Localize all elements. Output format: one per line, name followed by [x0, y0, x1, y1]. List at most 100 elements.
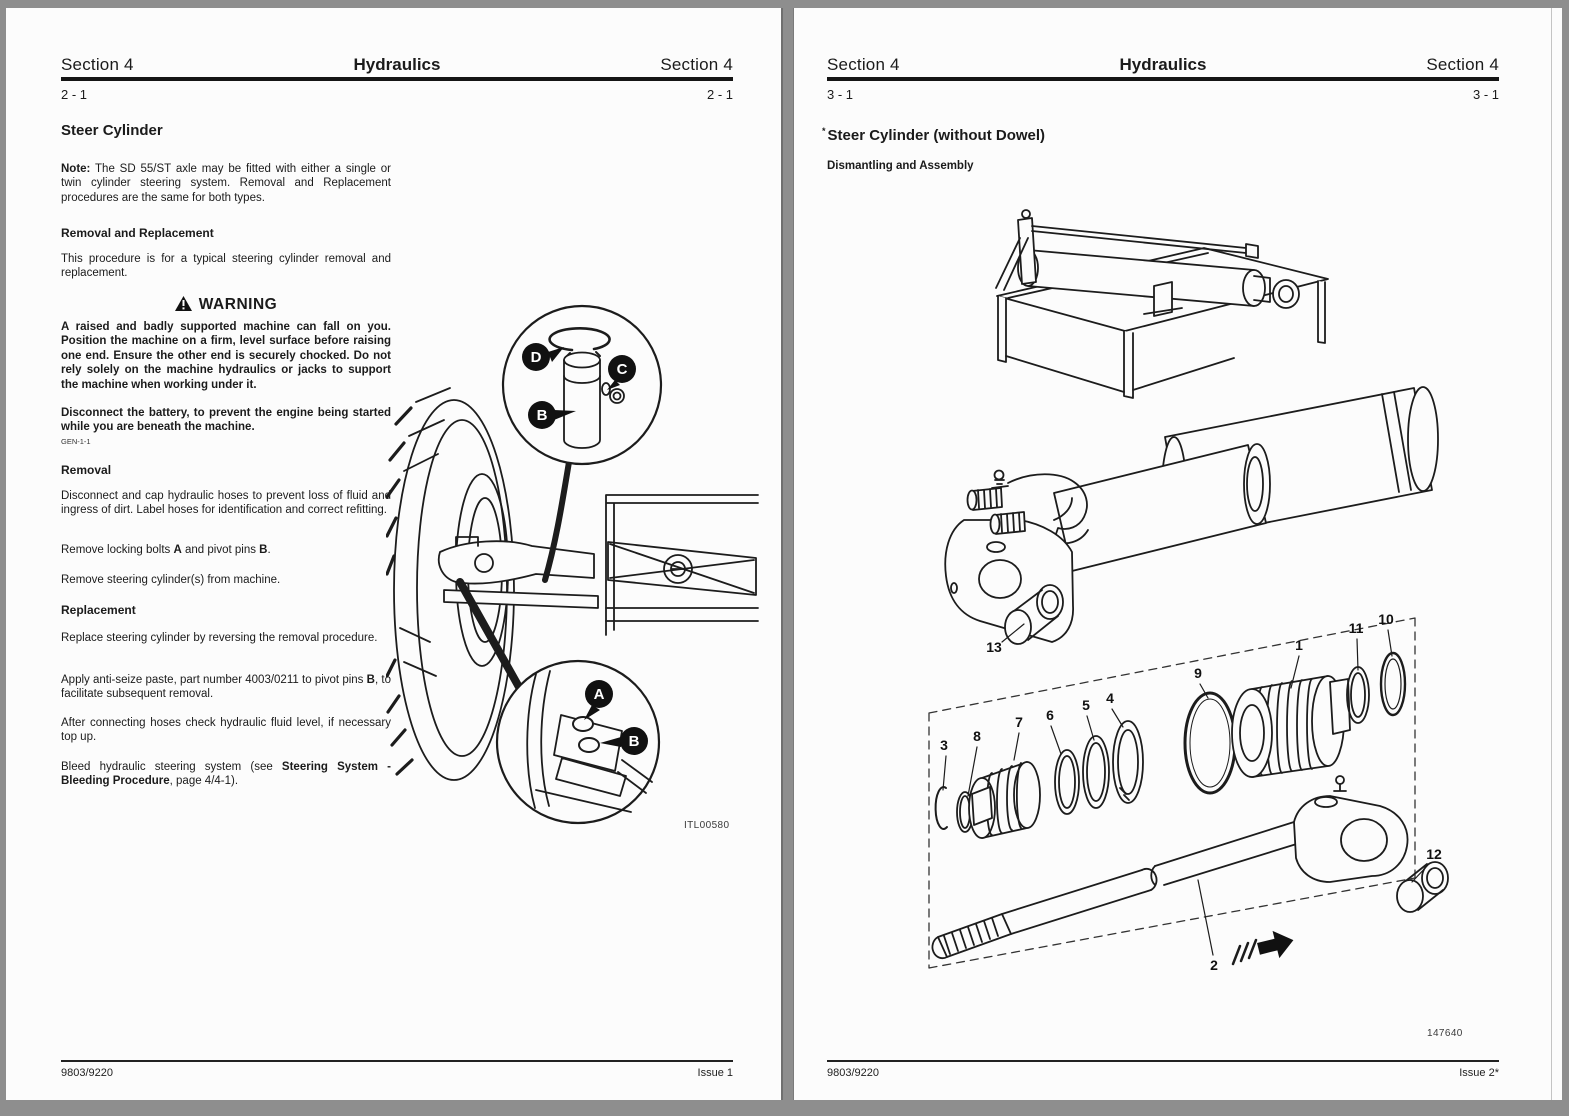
cylinder-clevis-end: [944, 469, 1089, 645]
replacement-para1: Replace steering cylinder by reversing t…: [61, 632, 378, 644]
svg-text:C: C: [617, 361, 628, 378]
part-label-7: 7: [1015, 714, 1023, 730]
header-section-right: Section 4: [660, 55, 733, 74]
leader-bottom-callout: [456, 578, 528, 700]
part-ring-11: [1346, 666, 1370, 724]
page-title: *Steer Cylinder (without Dowel): [822, 126, 1045, 144]
callout-label-a: A: [584, 680, 613, 720]
page-edge-artifact: [1551, 8, 1552, 1100]
steer-cylinder-exploded-figure: 13 3 8 7 6 5 4 9 1 11 10 12 2: [928, 209, 1449, 973]
callout-label-b2: B: [600, 727, 648, 755]
bench-support-block: [1153, 281, 1173, 317]
svg-text:D: D: [531, 349, 542, 366]
removal-replacement-heading: Removal and Replacement: [61, 226, 214, 240]
part-seal-10: [1379, 651, 1407, 717]
figure-code: ITL00580: [684, 820, 730, 831]
removal-para2-post: .: [267, 544, 271, 556]
cylinder-barrel: [1053, 386, 1439, 572]
axle-steering-linkage: [437, 536, 599, 609]
part-oring-9: [1183, 691, 1237, 795]
replacement-para4: Bleed hydraulic steering system (see Ste…: [61, 760, 391, 789]
replacement-para4-bold: Steering System - Bleeding Procedure: [61, 761, 391, 788]
removal-para2-pre: Remove locking bolts: [61, 544, 174, 556]
svg-text:A: A: [594, 686, 605, 703]
header-title: Hydraulics: [353, 55, 441, 74]
rod-clevis: [1293, 795, 1409, 883]
page-ref-left: 2 - 1: [61, 87, 88, 102]
part-label-1: 1: [1295, 637, 1303, 653]
exploded-plane-guides: [928, 617, 1416, 969]
page-footer: 9803/9220 Issue 2*: [827, 1067, 1499, 1079]
page-header: Section 4 Hydraulics Section 4: [827, 55, 1499, 75]
part-ring-3: [934, 786, 948, 830]
revision-marker: *: [822, 126, 826, 136]
pivot-pin: [563, 359, 601, 449]
header-rule: [827, 77, 1499, 81]
part-label-6: 6: [1046, 707, 1054, 723]
page-footer: 9803/9220 Issue 1: [61, 1067, 733, 1079]
callout-label-d: D: [522, 343, 564, 371]
replacement-heading: Replacement: [61, 603, 136, 617]
snap-ring: [548, 327, 611, 352]
footer-issue: Issue 1: [697, 1067, 733, 1079]
note-paragraph: Note: The SD 55/ST axle may be fitted wi…: [61, 162, 391, 205]
warning-heading: WARNING: [61, 296, 391, 314]
locking-bolt: [601, 382, 611, 396]
part-label-12: 12: [1426, 846, 1442, 862]
warning-battery: Disconnect the battery, to prevent the e…: [61, 407, 391, 434]
pin-detail-callout: [501, 304, 663, 466]
figure-code: 147640: [1427, 1028, 1463, 1039]
header-section-left: Section 4: [827, 55, 900, 74]
part-gland-7: [968, 761, 1041, 839]
replacement-para2-pre: Apply anti-seize paste, part number 4003…: [61, 674, 367, 686]
dismantling-bench: [995, 209, 1329, 399]
svg-text:B: B: [629, 733, 640, 750]
exploded-parts: [934, 651, 1407, 839]
footer-rule: [61, 1060, 733, 1063]
replacement-para4-post: , page 4/4-1).: [169, 775, 239, 788]
footer-publication: 9803/9220: [827, 1067, 879, 1079]
replacement-para2-b: B: [366, 674, 375, 686]
note-text: The SD 55/ST axle may be fitted with eit…: [61, 163, 391, 204]
svg-text:B: B: [537, 407, 548, 424]
part-label-13: 13: [986, 639, 1002, 655]
removal-para2-mid: and pivot pins: [181, 544, 260, 556]
part-ring-6: [1054, 749, 1080, 815]
replacement-para3: After connecting hoses check hydraulic f…: [61, 717, 391, 744]
header-title: Hydraulics: [1119, 55, 1207, 74]
page-ref-left: 3 - 1: [827, 87, 854, 102]
removal-replacement-intro: This procedure is for a typical steering…: [61, 253, 391, 280]
page-title-text: Steer Cylinder (without Dowel): [827, 127, 1046, 144]
page-header: Section 4 Hydraulics Section 4: [61, 55, 733, 75]
note-label: Note:: [61, 163, 91, 175]
page-ref-row: 2 - 1 2 - 1: [61, 87, 733, 102]
wheel-tyre: [386, 387, 515, 781]
part-label-2: 2: [1210, 957, 1218, 973]
part-label-10: 10: [1378, 611, 1394, 627]
part-ring-5: [1082, 735, 1110, 809]
part-label-5: 5: [1082, 697, 1090, 713]
piston-rod: [931, 775, 1449, 966]
removal-para2-a: A: [173, 544, 182, 556]
footer-issue: Issue 2*: [1459, 1067, 1499, 1079]
removal-para1: Disconnect and cap hydraulic hoses to pr…: [61, 490, 391, 517]
leader-top-callout: [542, 459, 572, 583]
rod-grease-nipple: [1333, 783, 1347, 792]
part-label-3: 3: [940, 737, 948, 753]
part-seal-4: [1112, 720, 1144, 804]
header-rule: [61, 77, 733, 81]
page-title: Steer Cylinder: [61, 122, 163, 139]
header-section-left: Section 4: [61, 55, 134, 74]
replacement-para2: Apply anti-seize paste, part number 4003…: [61, 673, 391, 702]
replacement-para4-pre: Bleed hydraulic steering system (see: [61, 761, 282, 773]
part-leaders: [942, 623, 1429, 956]
page-right: Section 4 Hydraulics Section 4 3 - 1 3 -…: [793, 8, 1562, 1100]
part-label-4: 4: [1106, 690, 1114, 706]
grease-nipple: [993, 469, 1005, 481]
page-ref-row: 3 - 1 3 - 1: [827, 87, 1499, 102]
warning-icon: [174, 296, 192, 311]
footer-publication: 9803/9220: [61, 1067, 113, 1079]
callout-label-b: B: [528, 401, 576, 429]
header-section-right: Section 4: [1426, 55, 1499, 74]
